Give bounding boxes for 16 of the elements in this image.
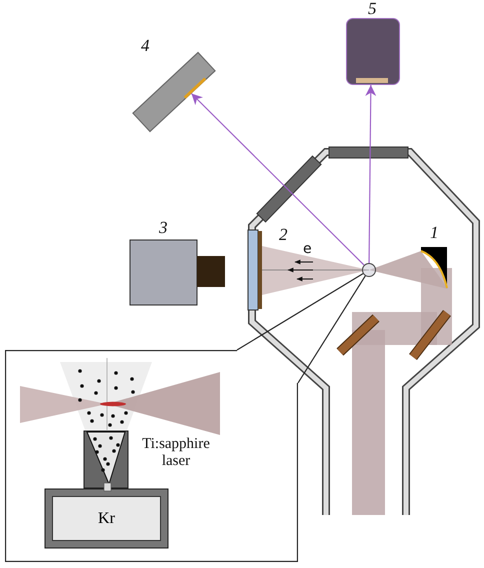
part-number: 1 <box>430 224 438 241</box>
part-number: 5 <box>368 0 376 17</box>
detector-box <box>346 18 400 85</box>
electron-label: e <box>303 242 312 256</box>
part-number: 3 <box>159 219 168 236</box>
gas-label: Kr <box>98 510 115 528</box>
interaction-point <box>362 263 376 277</box>
arrow <box>365 85 376 263</box>
inset-panel <box>5 350 298 562</box>
gas-container <box>52 496 161 541</box>
part-number: 4 <box>141 37 150 54</box>
zoom-line <box>236 273 364 350</box>
part-number: 2 <box>279 226 288 243</box>
arrow <box>191 93 364 266</box>
laser-label: Ti:sapphire laser <box>141 436 211 470</box>
zoom-line <box>298 276 366 384</box>
